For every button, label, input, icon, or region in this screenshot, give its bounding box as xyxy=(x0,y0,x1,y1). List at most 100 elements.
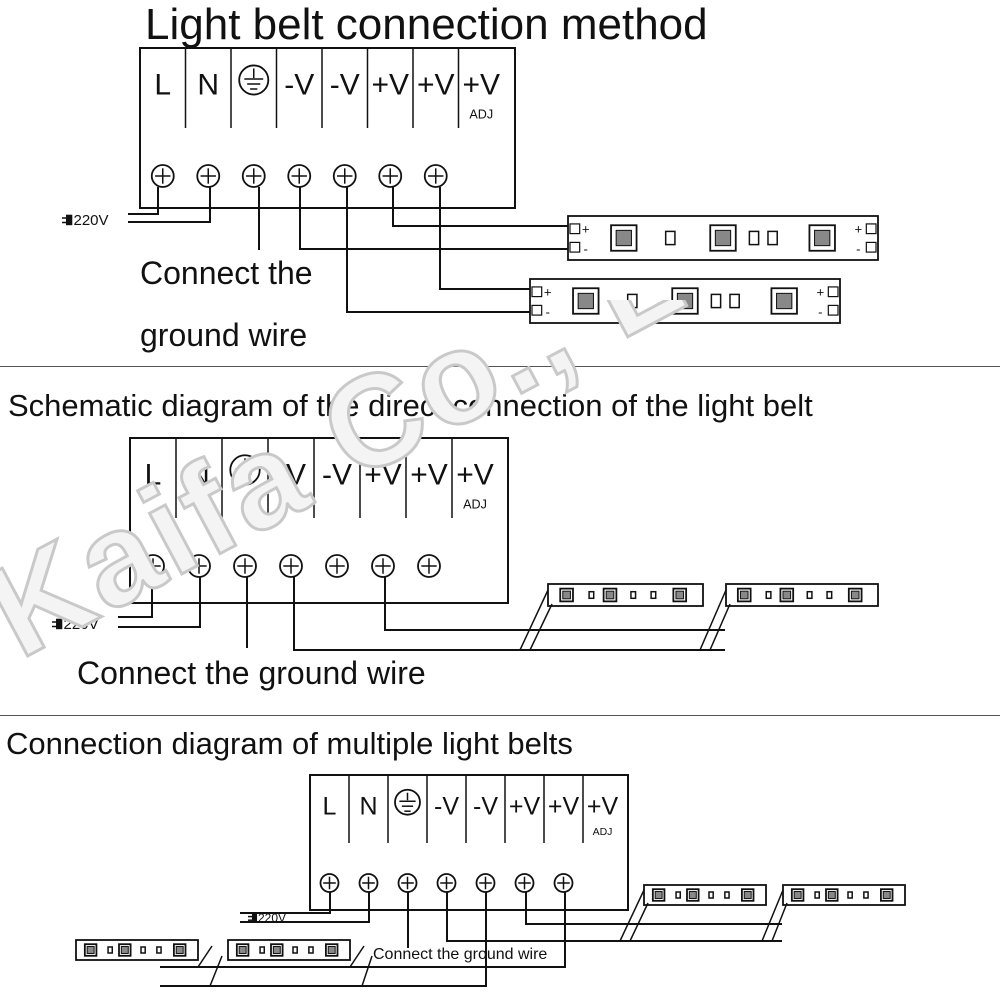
wire-N xyxy=(118,577,201,628)
adj-label: ADJ xyxy=(463,497,487,511)
screw-terminal xyxy=(279,554,303,578)
led-chip xyxy=(562,590,571,600)
led-chip xyxy=(559,587,574,603)
ground-wire-note: Connect the xyxy=(140,255,313,291)
strip-polarity-label: + xyxy=(816,285,824,300)
led-chip xyxy=(814,229,831,247)
led-strip xyxy=(643,884,767,906)
resistor-chip xyxy=(650,590,657,600)
led-chip xyxy=(776,292,793,310)
strip-polarity-label: + xyxy=(544,285,552,300)
resistor-chip xyxy=(767,230,778,246)
strip-lead xyxy=(349,945,365,968)
strip-pad xyxy=(531,304,543,316)
resistor-chip xyxy=(847,891,853,899)
resistor-chip xyxy=(664,230,676,246)
strip-polarity-label: - xyxy=(583,241,587,256)
strip-pad xyxy=(865,241,877,253)
led-chip xyxy=(610,224,638,252)
resistor-chip xyxy=(748,230,760,246)
terminal-label: +V xyxy=(462,68,500,101)
led-chip xyxy=(714,229,732,247)
led-chip xyxy=(779,587,795,603)
strip-pad xyxy=(827,304,839,316)
resistor-chip xyxy=(140,946,146,954)
terminal-label: +V xyxy=(364,458,402,491)
led-chip xyxy=(577,292,594,310)
terminal-label: +V xyxy=(456,458,494,491)
resistor-chip xyxy=(729,293,740,309)
screw-terminal xyxy=(332,164,357,188)
wire-positive xyxy=(160,892,566,968)
led-chip xyxy=(270,943,284,957)
led-chip xyxy=(672,587,688,603)
led-chip xyxy=(741,888,755,902)
led-chip xyxy=(736,587,752,603)
led-chip xyxy=(686,888,700,902)
led-strip xyxy=(567,215,879,261)
resistor-chip xyxy=(710,293,722,309)
led-chip xyxy=(675,590,685,600)
resistor-chip xyxy=(259,946,266,954)
strip-polarity-label: + xyxy=(582,222,590,237)
power-supply-box xyxy=(129,437,509,604)
led-chip xyxy=(850,590,860,600)
strip-pad xyxy=(569,223,581,235)
section-heading-direct: Schematic diagram of the direct connecti… xyxy=(8,388,813,423)
terminal-label: N xyxy=(197,68,219,101)
wire-positive xyxy=(439,187,530,290)
wire-N xyxy=(128,187,211,223)
terminal-label: +V xyxy=(417,68,455,101)
led-strip xyxy=(782,884,906,906)
strip-lead xyxy=(699,589,727,651)
ground-icon xyxy=(238,64,270,96)
strip-lead xyxy=(619,889,645,942)
screw-terminal xyxy=(514,873,535,893)
section-heading-multiple: Connection diagram of multiple light bel… xyxy=(6,726,573,761)
terminal-label: L xyxy=(323,792,337,820)
resistor-chip xyxy=(814,891,821,899)
adj-label: ADJ xyxy=(593,826,613,838)
led-chip xyxy=(615,229,632,247)
strip-polarity-label: - xyxy=(545,304,549,319)
strip-pad xyxy=(531,286,543,298)
ground-wire-note: Connect the ground wire xyxy=(77,655,426,691)
wire-L xyxy=(240,892,331,914)
resistor-chip xyxy=(308,946,314,954)
led-chip xyxy=(882,891,891,899)
screw-terminal xyxy=(371,554,395,578)
screw-terminal xyxy=(325,554,349,578)
resistor-chip xyxy=(630,590,637,600)
led-strip xyxy=(529,278,841,324)
strip-pad xyxy=(865,223,877,235)
led-chip xyxy=(238,946,247,954)
strip-pad xyxy=(569,241,581,253)
strip-polarity-label: - xyxy=(856,241,860,256)
led-chip xyxy=(654,891,663,899)
resistor-chip xyxy=(806,590,813,600)
wire-negative xyxy=(160,892,487,987)
section-divider xyxy=(0,715,1000,716)
led-chip xyxy=(709,224,737,252)
led-chip xyxy=(676,292,694,310)
terminal-label: -V xyxy=(276,458,306,491)
input-voltage-label: 220V xyxy=(74,212,109,229)
led-chip xyxy=(739,590,749,600)
strip-lead xyxy=(709,603,731,651)
strip-lead xyxy=(209,955,223,987)
led-chip xyxy=(118,943,132,957)
terminal-label: N xyxy=(359,792,377,820)
led-strip xyxy=(725,583,879,607)
led-strip xyxy=(75,939,199,961)
power-supply-box xyxy=(309,774,629,911)
led-chip xyxy=(743,891,752,899)
strip-lead xyxy=(361,955,373,987)
strip-lead xyxy=(529,603,553,651)
led-chip xyxy=(83,943,98,957)
resistor-chip xyxy=(826,590,833,600)
plug-icon xyxy=(56,618,63,630)
screw-terminal xyxy=(423,164,448,188)
wire-L xyxy=(118,577,153,618)
plug-icon xyxy=(66,214,73,226)
resistor-chip xyxy=(724,891,730,899)
